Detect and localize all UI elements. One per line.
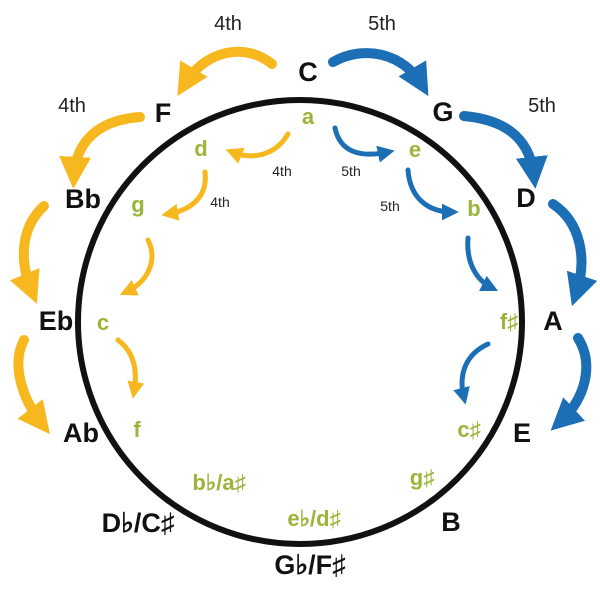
- fifth-arrow-g-to-d: [459, 111, 548, 189]
- fifth-arrow-e-to-b: [405, 167, 459, 221]
- major-key-a: A: [543, 306, 563, 336]
- fifth-arrow-b-to-fsharp: [465, 235, 499, 292]
- major-key-bb: Bb: [65, 184, 101, 214]
- minor-key-b: b: [467, 196, 480, 221]
- minor-key-a: a: [302, 104, 315, 129]
- circle-ring: [75, 97, 525, 547]
- major-key-c: C: [298, 57, 318, 87]
- fourth-arrow-a-to-d: [225, 131, 291, 164]
- minor-key-g: g: [131, 192, 144, 217]
- fourth-arrow-d-to-g: [161, 169, 208, 221]
- major-key-ab: Ab: [63, 418, 99, 448]
- interval-label-5th-right: 5th: [528, 95, 556, 117]
- minor-key-d: d: [194, 136, 207, 161]
- fifth-arrow-a-to-e: [550, 333, 592, 431]
- major-key-e: E: [513, 418, 531, 448]
- fifths-outer-arrows: [328, 48, 598, 431]
- interval-label-4th-left: 4th: [58, 95, 86, 117]
- major-key-f: F: [155, 98, 172, 128]
- major-key-dflat-csharp: D♭/C♯: [102, 508, 175, 538]
- interval-label-4th-inner-1: 4th: [272, 163, 291, 179]
- minor-key-fsharp: f♯: [500, 309, 518, 334]
- major-keys: C G D A E B G♭/F♯ D♭/C♯ Ab Eb Bb F: [39, 57, 563, 580]
- major-key-eb: Eb: [39, 306, 74, 336]
- minor-keys: a e b f♯ c♯ g♯ e♭/d♯ b♭/a♯ f c g d: [97, 104, 518, 531]
- minor-key-c: c: [97, 310, 109, 335]
- minor-key-eflat-dsharp: e♭/d♯: [287, 506, 340, 531]
- interval-label-5th-inner-2: 5th: [380, 198, 399, 214]
- minor-key-bflat-asharp: b♭/a♯: [192, 470, 245, 495]
- minor-key-e: e: [409, 137, 421, 162]
- fourth-arrow-c-to-f: [177, 46, 277, 96]
- minor-key-csharp: c♯: [457, 417, 480, 442]
- fourth-arrow-f-to-bb: [59, 112, 145, 189]
- minor-key-f: f: [133, 417, 141, 442]
- fourths-inner-arrows: [115, 131, 291, 399]
- fifth-arrow-d-to-a: [548, 199, 598, 307]
- fourth-arrow-bb-to-eb: [9, 201, 49, 304]
- fourth-arrow-c-to-f: [115, 337, 145, 399]
- interval-label-5th-inner-1: 5th: [341, 163, 360, 179]
- interval-label-4th-top: 4th: [214, 13, 242, 35]
- major-key-b: B: [441, 507, 461, 537]
- major-key-d: D: [516, 183, 536, 213]
- fifths-inner-arrows: [332, 125, 499, 405]
- minor-key-gsharp: g♯: [410, 465, 434, 490]
- fourth-arrow-eb-to-ab: [13, 335, 50, 435]
- fourth-arrow-g-to-c: [119, 237, 155, 296]
- fifth-arrow-a-to-e: [332, 125, 395, 163]
- interval-label-5th-top: 5th: [368, 13, 396, 35]
- fifth-arrow-c-to-g: [328, 48, 429, 97]
- fifth-arrow-fsharp-to-csharp: [453, 341, 491, 405]
- interval-label-4th-inner-2: 4th: [210, 194, 229, 210]
- major-key-gflat-fsharp: G♭/F♯: [274, 550, 346, 580]
- fourths-outer-arrows: [9, 46, 277, 435]
- major-key-g: G: [432, 97, 453, 127]
